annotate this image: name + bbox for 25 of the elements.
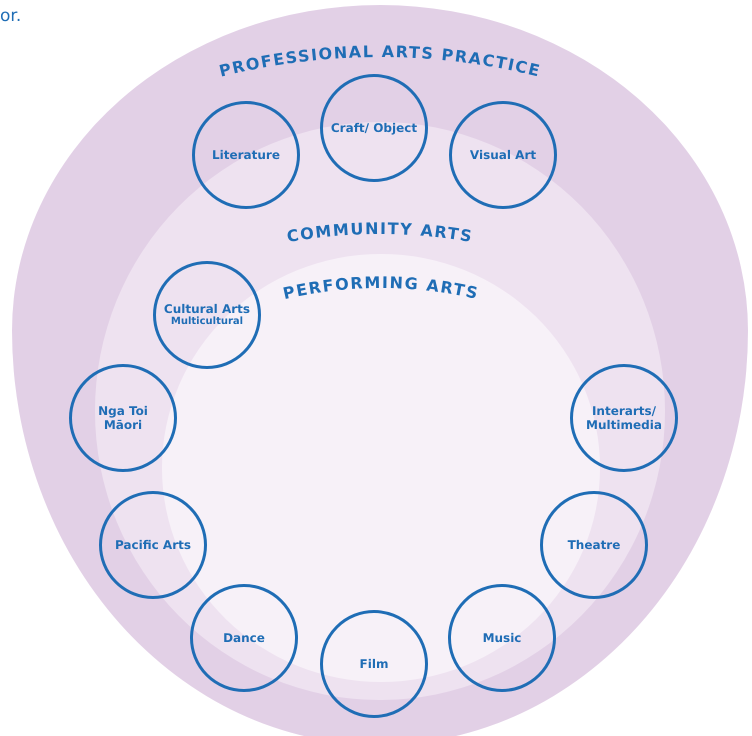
discipline-label: Film [358, 657, 390, 671]
discipline-label: Dance [222, 631, 266, 645]
discipline-label: Interarts/ Multimedia [585, 404, 663, 432]
discipline-circle [540, 491, 648, 599]
discipline-label: Literature [211, 148, 281, 162]
discipline-circle [449, 101, 557, 209]
discipline-label: Music [482, 631, 522, 645]
discipline-sublabel: Multicultural [170, 316, 244, 328]
discipline-circle [320, 610, 428, 718]
discipline-label: Nga Toi Māori [97, 404, 149, 432]
discipline-circle [69, 364, 177, 472]
region-title: COMMUNITY ARTS [285, 218, 475, 246]
discipline-circle [192, 101, 300, 209]
discipline-circle [570, 364, 678, 472]
discipline-circle [448, 584, 556, 692]
discipline-label: Theatre [566, 538, 622, 552]
region-title: PERFORMING ARTS [281, 272, 481, 304]
discipline-label: Craft/ Object [330, 121, 418, 135]
discipline-label: Cultural Arts [162, 302, 252, 316]
discipline-circle [99, 491, 207, 599]
discipline-label: Visual Art [468, 148, 538, 162]
discipline-label: Pacific Arts [114, 538, 192, 552]
discipline-circle [190, 584, 298, 692]
text-fragment: or. [0, 6, 22, 26]
discipline-circle [153, 261, 261, 369]
